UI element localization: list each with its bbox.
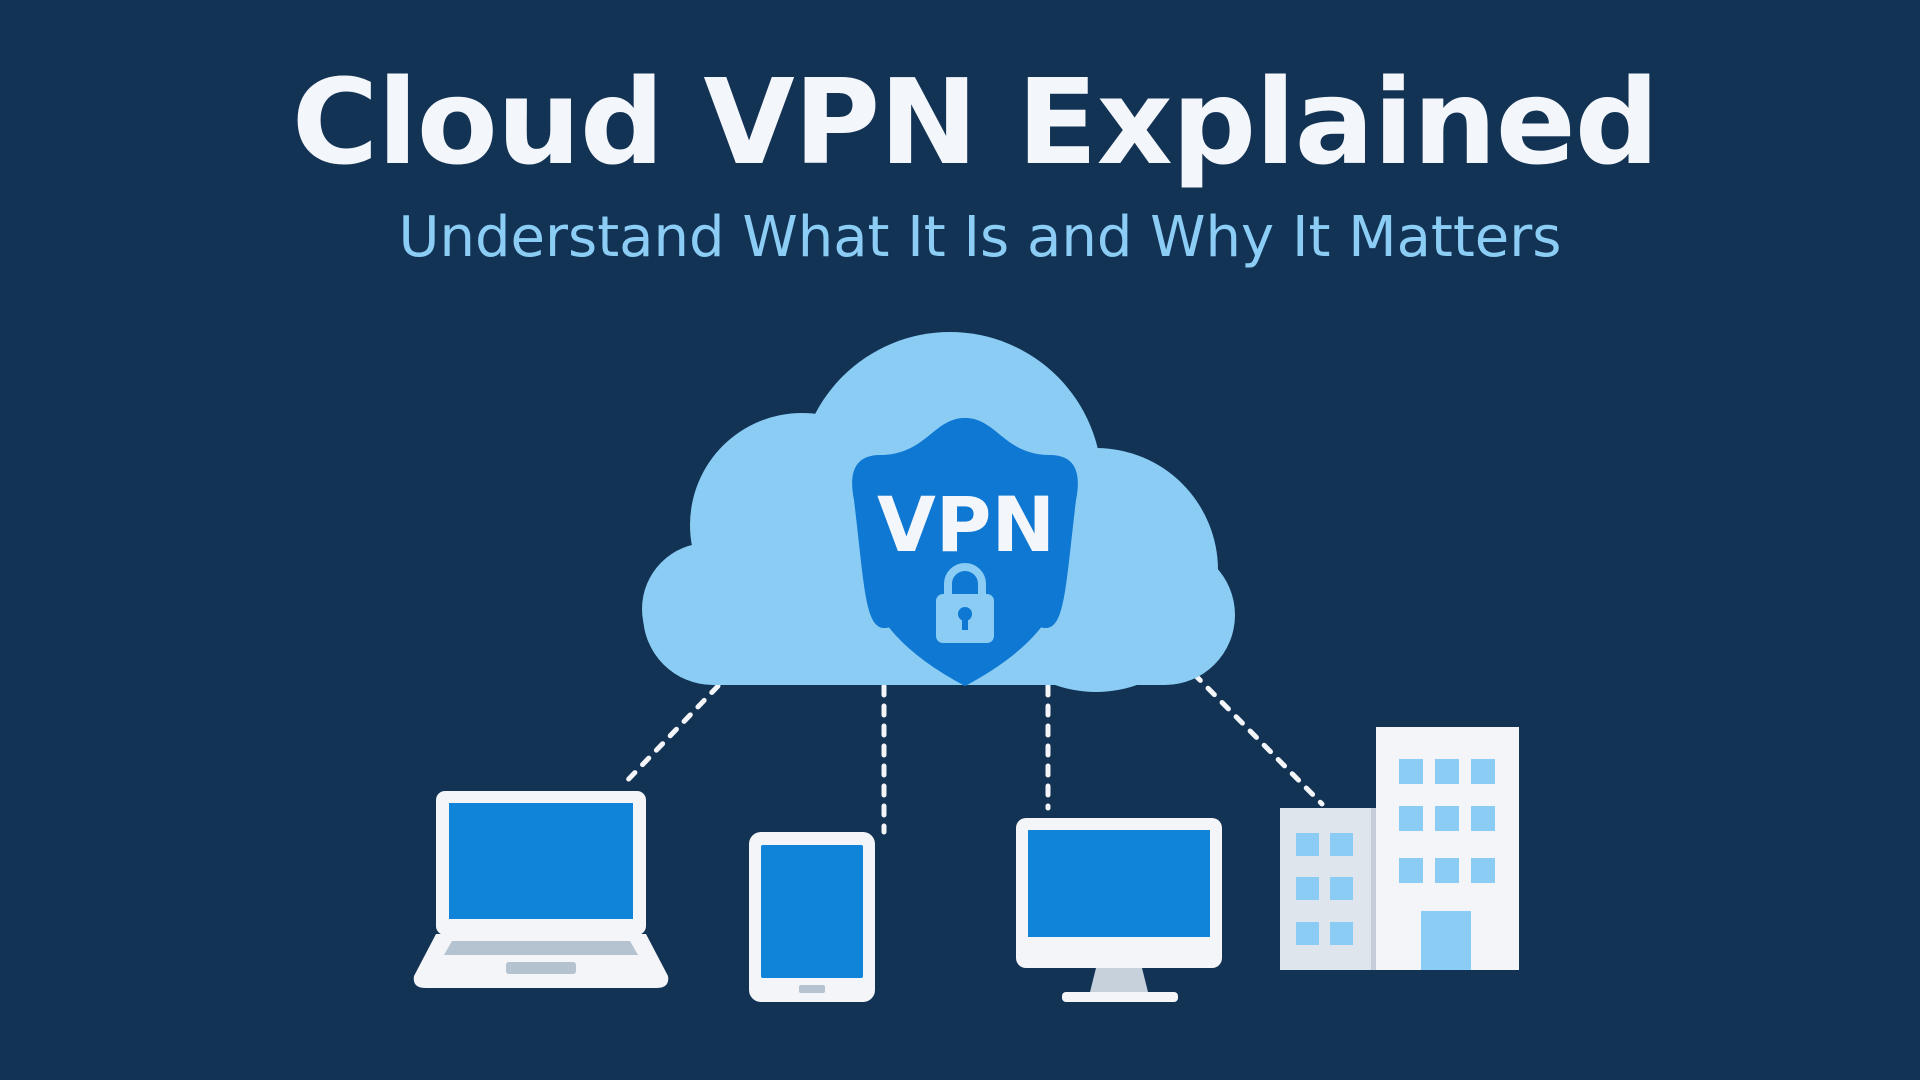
connection-lines — [619, 671, 1325, 835]
tablet-icon — [749, 832, 875, 1002]
building-icon — [1280, 727, 1519, 970]
page-subtitle: Understand What It Is and Why It Matters — [398, 205, 1562, 270]
laptop-icon — [413, 791, 669, 988]
shield-icon — [852, 418, 1078, 686]
connection-line-office — [1191, 671, 1325, 807]
page-title: Cloud VPN Explained — [291, 53, 1660, 191]
lock-icon — [936, 563, 994, 643]
shield-label: VPN — [877, 480, 1055, 569]
monitor-icon — [1016, 818, 1222, 1002]
connection-line-laptop — [619, 683, 721, 789]
